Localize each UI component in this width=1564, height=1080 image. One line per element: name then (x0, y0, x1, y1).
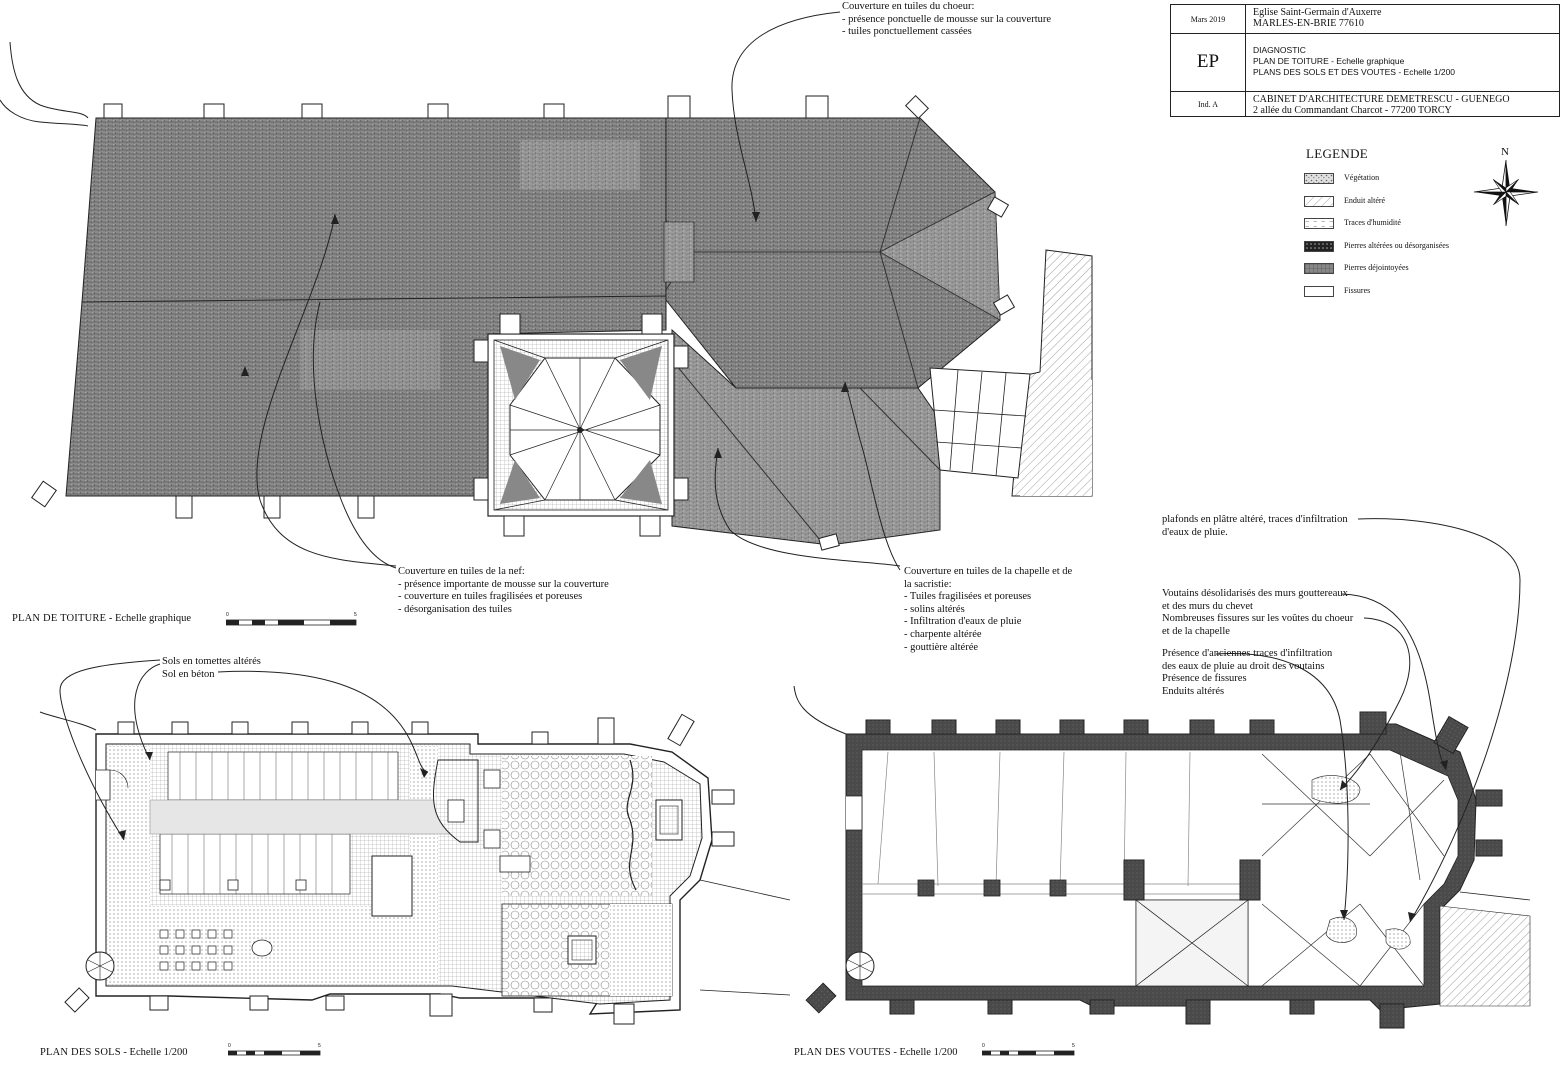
note-line: Présence d'anciennes traces d'infiltrati… (1162, 648, 1333, 659)
title-block-row-doc: EP DIAGNOSTIC PLAN DE TOITURE - Echelle … (1171, 33, 1559, 92)
note-line: Sol en béton (162, 668, 215, 680)
note-line: Couverture en tuiles de la nef: (398, 566, 525, 577)
office-name: CABINET D'ARCHITECTURE DEMETRESCU - GUEN… (1253, 94, 1510, 105)
note-line: - gouttière altérée (904, 641, 979, 653)
legend-item-humidite: Traces d'humidité (1304, 215, 1494, 238)
swatch-fissures (1304, 285, 1334, 297)
swatch-pierres-alterees (1304, 240, 1334, 252)
floor-plan (39, 659, 791, 1025)
phase-cell: EP (1171, 33, 1246, 91)
office-address: 2 allée du Commandant Charcot - 77200 TO… (1253, 105, 1452, 116)
scale-start: 0 (228, 1043, 231, 1049)
legend-item-enduit: Enduit altéré (1304, 193, 1494, 216)
note-line: la sacristie: (904, 578, 952, 590)
note-line: - solins altérés (904, 603, 965, 615)
scale-start: 0 (982, 1043, 985, 1049)
note-line: - présence importante de mousse sur la c… (398, 578, 609, 590)
title-block-row-project: Mars 2019 Eglise Saint-Germain d'Auxerre… (1171, 5, 1559, 34)
note-line: Enduits altérés (1162, 685, 1225, 697)
swatch-pierres-dejointoyees (1304, 263, 1334, 274)
bell-tower (487, 333, 675, 517)
doc-line-1: PLAN DE TOITURE - Echelle graphique (1253, 56, 1405, 66)
note-line: - Tuiles fragilisées et poreuses (904, 591, 1032, 603)
note-line: Présence de fissures (1162, 673, 1247, 685)
legend-item-pierres-dejointoyees: Pierres déjointoyées (1304, 260, 1494, 283)
legend-item-fissures: Fissures (1304, 283, 1494, 306)
legend: LEGENDE Végétation Enduit altéré Traces … (1304, 146, 1494, 305)
note-line: plafonds en plâtre altéré, traces d'infi… (1162, 514, 1348, 525)
note-line: - couverture en tuiles fragilisées et po… (398, 591, 583, 603)
north-compass-icon: N (1468, 146, 1544, 230)
legend-label: Pierres altérées ou désorganisées (1344, 240, 1449, 250)
legend-title: LEGENDE (1306, 146, 1369, 161)
note-line: - charpente altérée (904, 628, 982, 640)
title-rest: - Echelle 1/200 (120, 1047, 188, 1058)
nef-roof-note: Couverture en tuiles de la nef: - présen… (398, 566, 609, 616)
traces-note: Présence d'anciennes traces d'infiltrati… (1162, 648, 1332, 698)
legend-label: Végétation (1344, 173, 1380, 182)
scale-end: 5 (354, 612, 357, 618)
title-block-row-office: Ind. A CABINET D'ARCHITECTURE DEMETRESCU… (1171, 91, 1559, 117)
voutains-note: Voutains désolidarisés des murs gouttere… (1162, 588, 1353, 638)
note-line: Voutains désolidarisés des murs gouttere… (1162, 588, 1348, 599)
doc-title: DIAGNOSTIC (1253, 45, 1306, 55)
note-line: Nombreuses fissures sur les voûtes du ch… (1162, 613, 1354, 625)
note-line: - désorganisation des tuiles (398, 603, 512, 615)
legend-item-pierres-alterees: Pierres altérées ou désorganisées (1304, 238, 1494, 261)
note-line: - présence ponctuelle de mousse sur la c… (842, 13, 1052, 25)
note-line: Couverture en tuiles du choeur: (842, 1, 975, 12)
town-name: MARLES-EN-BRIE 77610 (1253, 18, 1364, 29)
note-line: - Infiltration d'eaux de pluie (904, 616, 1022, 628)
note-line: Couverture en tuiles de la chapelle et d… (904, 566, 1073, 577)
index-cell: Ind. A (1171, 91, 1246, 117)
scale-end: 5 (1072, 1043, 1075, 1049)
title-bold: PLAN DE TOITURE (12, 613, 107, 624)
doc-line-2: PLANS DES SOLS ET DES VOUTES - Echelle 1… (1253, 67, 1456, 77)
vault-plan-title: PLAN DES VOUTES - Echelle 1/200 (794, 1047, 958, 1058)
legend-label: Pierres déjointoyées (1344, 263, 1409, 272)
church-name: Eglise Saint-Germain d'Auxerre (1253, 7, 1382, 18)
legend-label: Enduit altéré (1344, 195, 1386, 205)
north-label: N (1501, 146, 1509, 158)
note-line: des eaux de pluie au droit des voutains (1162, 660, 1325, 672)
note-line: et de la chapelle (1162, 625, 1230, 637)
swatch-vegetation (1304, 173, 1334, 184)
plafonds-note: plafonds en plâtre altéré, traces d'infi… (1162, 514, 1348, 539)
note-line: Sols en tomettes altérés (162, 656, 261, 667)
roof-plan-title: PLAN DE TOITURE - Echelle graphique (12, 613, 191, 624)
roof-plan (0, 11, 1093, 571)
floor-plan-title: PLAN DES SOLS - Echelle 1/200 (40, 1047, 188, 1058)
date-cell: Mars 2019 (1171, 5, 1246, 33)
floor-note: Sols en tomettes altérés Sol en béton (162, 656, 261, 681)
title-rest: - Echelle 1/200 (890, 1047, 958, 1058)
legend-item-vegetation: Végétation (1304, 170, 1494, 193)
swatch-enduit (1304, 195, 1334, 207)
neighbour-building (929, 249, 1093, 497)
title-bold: PLAN DES VOUTES (794, 1047, 891, 1058)
swatch-humidite (1304, 218, 1334, 229)
choeur-roof-note: Couverture en tuiles du choeur: - présen… (842, 1, 1051, 39)
vault-plan (793, 518, 1531, 1029)
scale-start: 0 (226, 612, 229, 618)
title-rest: - Echelle graphique (106, 613, 192, 624)
legend-label: Traces d'humidité (1344, 218, 1401, 227)
note-line: - tuiles ponctuellement cassées (842, 26, 972, 38)
note-line: et des murs du chevet (1162, 600, 1253, 612)
title-bold: PLAN DES SOLS (40, 1047, 121, 1058)
legend-label: Fissures (1344, 285, 1371, 295)
chapelle-roof-note: Couverture en tuiles de la chapelle et d… (904, 566, 1072, 654)
scale-end: 5 (318, 1043, 321, 1049)
title-block: Mars 2019 Eglise Saint-Germain d'Auxerre… (1170, 4, 1560, 117)
note-line: d'eaux de pluie. (1162, 526, 1228, 538)
